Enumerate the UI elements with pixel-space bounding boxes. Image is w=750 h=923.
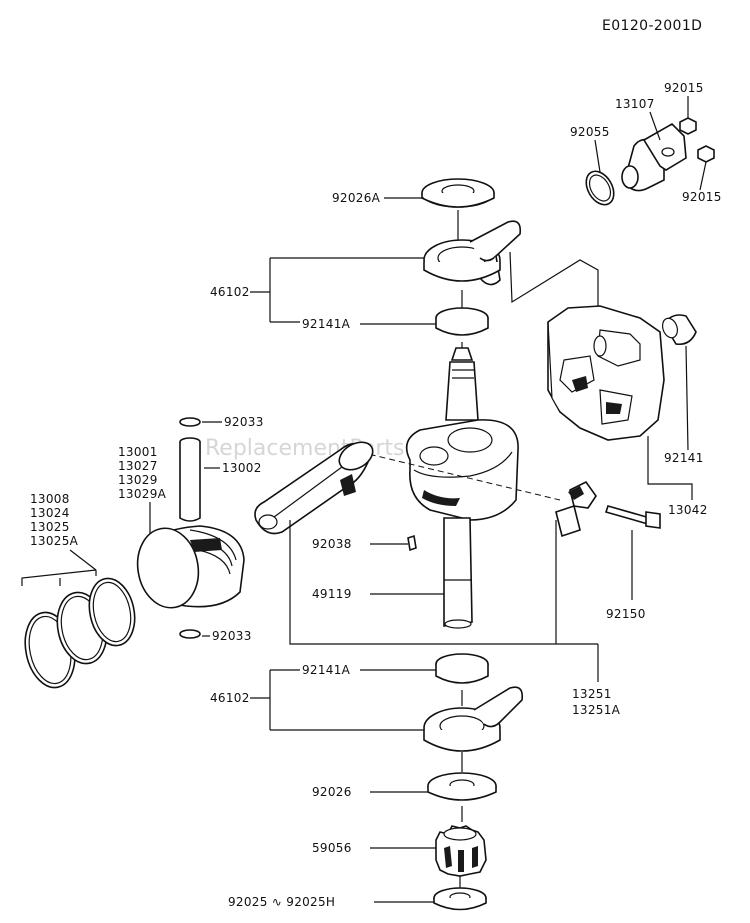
label-46102-top: 46102: [210, 285, 250, 299]
diagram-code: E0120-2001D: [602, 18, 702, 34]
label-13025: 13025: [30, 520, 70, 534]
washer-92025: [433, 887, 487, 911]
bushing-92141A-top: [435, 307, 489, 336]
label-46102-bottom: 46102: [210, 691, 250, 705]
nut-92015-bottom: [697, 145, 715, 163]
label-13002: 13002: [222, 461, 262, 475]
gear-59056: [435, 825, 487, 877]
bushing-92141A-bottom: [435, 653, 489, 684]
bolt-92150: [604, 505, 661, 529]
label-92141: 92141: [664, 451, 704, 465]
piston-pin-13002: [179, 437, 201, 522]
piston-ring-3: [88, 577, 136, 647]
rod-cap: [555, 480, 597, 538]
label-13029A: 13029A: [118, 487, 167, 501]
balancer-weight-46102-top: [423, 220, 522, 286]
label-13027: 13027: [118, 459, 158, 473]
circlip-92033-bottom: [179, 629, 201, 639]
label-92026A: 92026A: [332, 191, 381, 205]
label-13042: 13042: [668, 503, 708, 517]
piston-13001: [136, 525, 245, 609]
label-13107: 13107: [615, 97, 655, 111]
label-13029: 13029: [118, 473, 158, 487]
balancer-weight-46102-bottom: [423, 686, 524, 752]
key-92038: [407, 534, 417, 552]
label-13025A: 13025A: [30, 534, 79, 548]
label-92141A-top: 92141A: [302, 317, 351, 331]
cylinder-block-13042: [547, 305, 665, 441]
label-13251A: 13251A: [572, 703, 621, 717]
label-92055: 92055: [570, 125, 610, 139]
label-92038: 92038: [312, 537, 352, 551]
label-13008: 13008: [30, 492, 70, 506]
label-49119: 49119: [312, 587, 352, 601]
label-92033-bottom: 92033: [212, 629, 252, 643]
label-92033-top: 92033: [224, 415, 264, 429]
o-ring-92055: [585, 170, 615, 206]
circlip-92033-top: [179, 417, 201, 427]
label-13251: 13251: [572, 687, 612, 701]
label-13001: 13001: [118, 445, 158, 459]
connecting-rod: [254, 441, 374, 535]
crankshaft-13251: [405, 347, 519, 629]
label-13024: 13024: [30, 506, 70, 520]
label-92141A-bottom: 92141A: [302, 663, 351, 677]
washer-92026: [427, 772, 497, 801]
label-92150: 92150: [606, 607, 646, 621]
label-92015-bottom: 92015: [682, 190, 722, 204]
nut-92015-top: [679, 117, 697, 135]
label-59056: 59056: [312, 841, 352, 855]
label-92026: 92026: [312, 785, 352, 799]
label-92015-top: 92015: [664, 81, 704, 95]
washer-92026A: [421, 178, 495, 208]
label-92025: 92025 ∿ 92025H: [228, 895, 335, 909]
governor-shaft-13107: [621, 123, 687, 192]
bushing-92141: [661, 314, 697, 346]
